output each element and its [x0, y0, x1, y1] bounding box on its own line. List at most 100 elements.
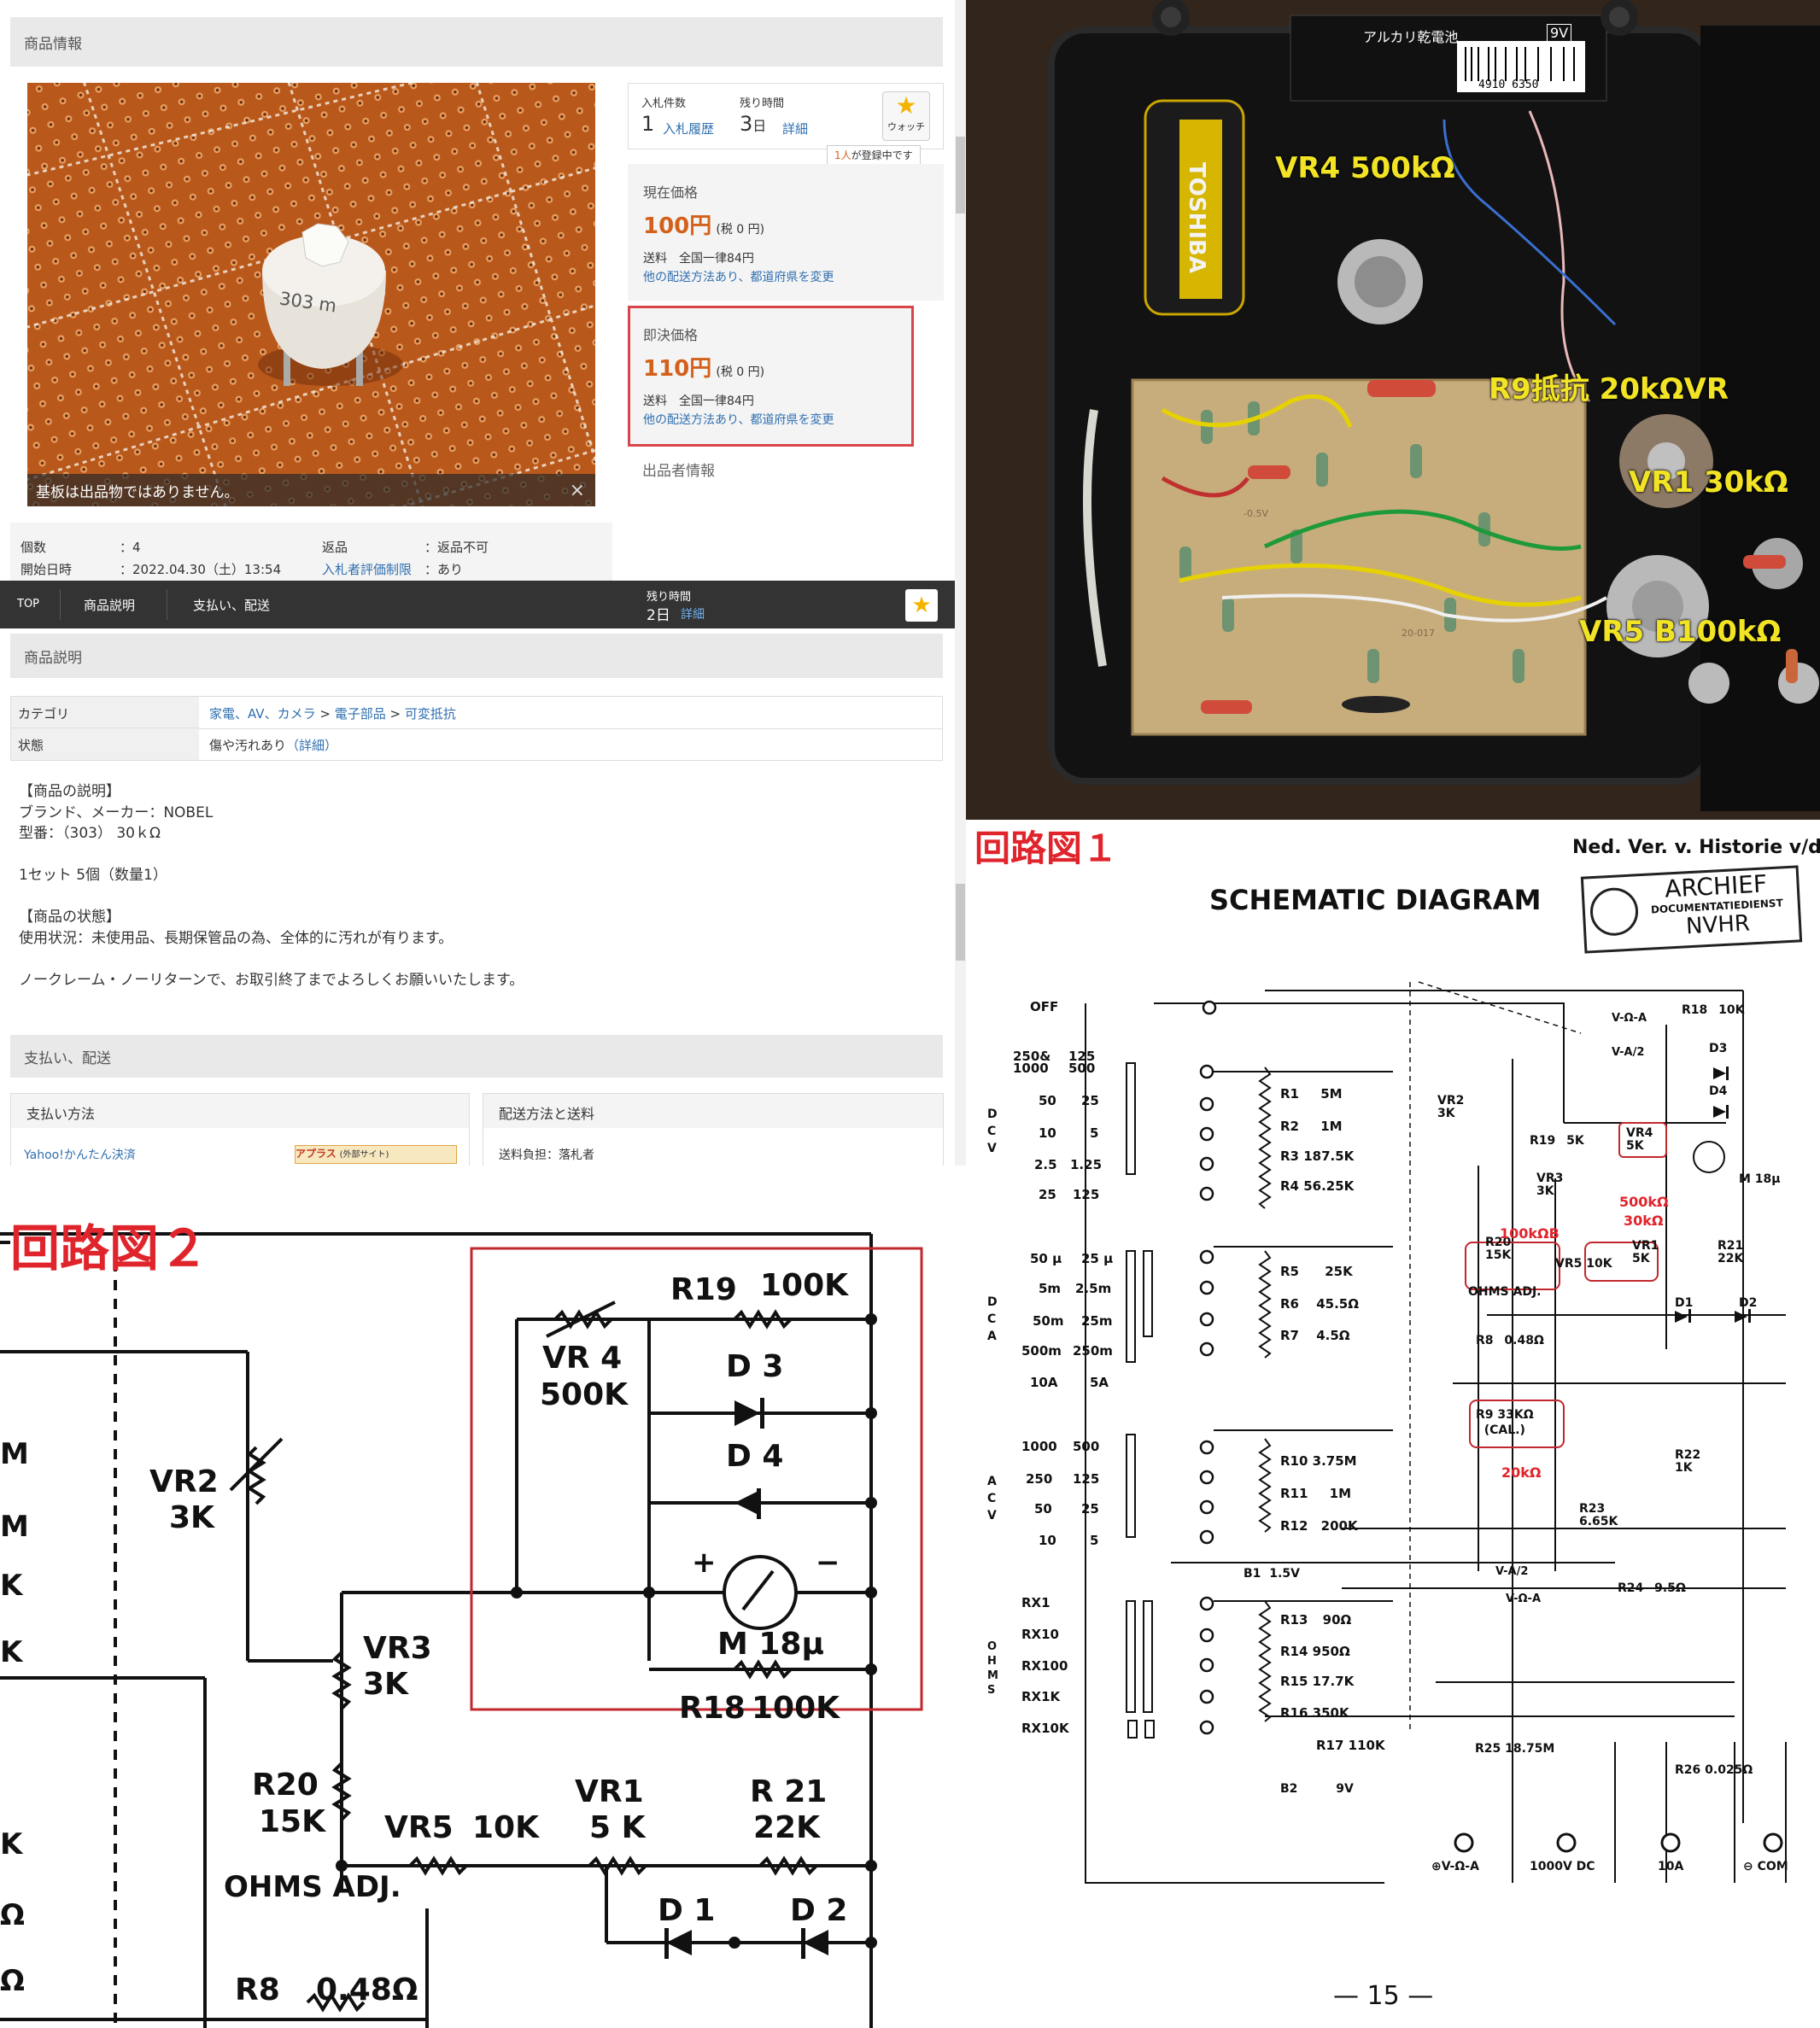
group-label-acv: ACV: [987, 1475, 997, 1522]
return-value: ：返品不可: [424, 540, 489, 555]
rating-limit-link[interactable]: 入札者評価制限: [322, 562, 413, 577]
board-text-2: 20-017: [1402, 628, 1435, 639]
buyout-price-label: 即決価格: [643, 327, 699, 343]
buyout-shipping-info: 送料 全国一律84円: [643, 394, 754, 408]
nav-watch-button[interactable]: ★: [905, 589, 938, 622]
group-label-dca: DCA: [987, 1295, 998, 1343]
part-r21: R21 22K: [1718, 1239, 1744, 1265]
nav-time-label: 残り時間: [647, 591, 692, 604]
scrollbar-track[interactable]: [955, 0, 966, 1166]
part-r20: R20: [252, 1768, 319, 1803]
scrollbar-thumb-1[interactable]: [956, 137, 965, 213]
range-label: 10A: [1030, 1375, 1058, 1390]
part-r18-value: 100K: [752, 1691, 840, 1726]
part-r19: R19 5K: [1530, 1134, 1584, 1148]
part-r8: R8 0.48Ω: [1476, 1334, 1544, 1347]
range-label: 5: [1090, 1125, 1099, 1141]
nav-description[interactable]: 商品説明: [84, 598, 136, 613]
bid-history-link[interactable]: 入札履歴: [663, 121, 715, 137]
desc-line: ノークレーム・ノーリターンで、お取引終了までよろしくお願いいたします。: [19, 971, 524, 989]
part-d3: D3: [1709, 1042, 1728, 1055]
return-label: 返品: [322, 540, 348, 555]
cut-letter: K: [0, 1569, 23, 1603]
part-d1: D1: [1675, 1296, 1694, 1310]
condition-detail-link[interactable]: （詳細）: [286, 738, 338, 753]
label-vr4: VR4 500kΩ: [1275, 151, 1455, 185]
watch-note: 1人が登録中です: [827, 145, 921, 165]
cut-letter: M: [0, 1437, 29, 1471]
part-d3: D 3: [726, 1349, 784, 1384]
toshiba-text: TOSHIBA: [1183, 162, 1209, 273]
sticky-navbar: TOP 商品説明 支払い、配送 残り時間 2日 詳細 ★: [0, 581, 955, 628]
shipping-method-heading: 配送方法と送料: [499, 1106, 595, 1122]
resistor-label: R2 1M: [1280, 1119, 1343, 1134]
ohms-adj-label: OHMS ADJ.: [224, 1870, 401, 1904]
watch-button[interactable]: ★ ウォッチ: [882, 91, 930, 141]
cut-letter: Ω: [0, 1964, 25, 1998]
seller-info-heading: 出品者情報: [642, 463, 715, 480]
yahoo-pay-link[interactable]: Yahoo!かんたん決済: [24, 1148, 136, 1162]
range-label: RX1: [1021, 1595, 1050, 1610]
part-vr2: VR2: [149, 1464, 219, 1499]
part-vr1-value: 5 K: [589, 1810, 646, 1845]
info-table: カテゴリ 家電、AV、カメラ > 電子部品 > 可変抵抗 状態 傷や汚れあり（詳…: [10, 696, 943, 761]
part-r23: R23 6.65K: [1579, 1502, 1618, 1528]
buyout-price: 110円 (税 0 円): [643, 356, 765, 382]
board-text-1: -0.5V: [1244, 508, 1268, 519]
payment-box: 支払い方法 Yahoo!かんたん決済 アプラス (外部サイト): [10, 1093, 470, 1166]
category-link-1[interactable]: 家電、AV、カメラ: [209, 706, 316, 722]
part-r22: R22 1K: [1675, 1448, 1701, 1475]
buyout-shipping-change-link[interactable]: 他の配送方法あり、都道府県を変更: [643, 413, 834, 427]
switch-label: V-Ω-A: [1612, 1012, 1647, 1025]
nav-time: 2日: [647, 607, 670, 624]
range-label: 1000: [1021, 1439, 1057, 1454]
meter-minus: −: [816, 1546, 840, 1580]
group-label-ohms: OHMS: [987, 1640, 998, 1697]
nav-top[interactable]: TOP: [17, 598, 40, 611]
nav-payment[interactable]: 支払い、配送: [193, 598, 271, 613]
part-vr3: VR3: [363, 1631, 432, 1666]
desc-line: 使用状況：未使用品、長期保管品の為、全体的に汚れが有ります。: [19, 929, 454, 947]
desc-line: 【商品の状態】: [19, 909, 120, 926]
part-vr5-value: 10K: [472, 1810, 539, 1845]
part-vr5: VR5: [384, 1810, 454, 1845]
part-b1: B1 1.5V: [1244, 1567, 1300, 1581]
part-meter: M 18μ: [717, 1627, 824, 1662]
category-link-2[interactable]: 電子部品: [334, 706, 386, 722]
star-icon: ★: [895, 91, 917, 120]
resistor-label: R15 17.7K: [1280, 1674, 1355, 1689]
part-r20-value: 15K: [259, 1804, 325, 1839]
category-link-3[interactable]: 可変抵抗: [404, 706, 456, 722]
resistor-label: R5 25K: [1280, 1264, 1353, 1279]
part-r25: R25 18.75M: [1475, 1742, 1555, 1756]
schematic-1-title-jp: 回路図１: [974, 827, 1119, 869]
group-label-dcv: DCV: [987, 1108, 998, 1155]
part-r19-value: 100K: [760, 1268, 849, 1303]
part-d4: D 4: [726, 1439, 784, 1474]
battery-text: アルカリ乾電池: [1363, 29, 1459, 45]
resistor-label: R13 90Ω: [1280, 1612, 1352, 1628]
aplus-banner[interactable]: アプラス (外部サイト): [295, 1145, 457, 1164]
range-label: 5m: [1039, 1281, 1062, 1296]
part-d2: D2: [1739, 1296, 1758, 1310]
resistor-label: R11 1M: [1280, 1486, 1352, 1501]
range-label: 5A: [1090, 1375, 1109, 1390]
category-path: 家電、AV、カメラ > 電子部品 > 可変抵抗: [209, 704, 456, 722]
switch-label: V-A/2: [1612, 1046, 1645, 1059]
terminal-v-ohm-a: ⊕V-Ω-A: [1431, 1860, 1479, 1873]
time-detail-link[interactable]: 詳細: [782, 121, 809, 137]
resistor-label: R1 5M: [1280, 1086, 1343, 1102]
desc-line: ブランド、メーカー：NOBEL: [19, 804, 214, 821]
range-label: RX10: [1021, 1627, 1059, 1642]
part-d2: D 2: [790, 1893, 848, 1928]
range-label: 250m: [1073, 1343, 1113, 1359]
nav-detail-link[interactable]: 詳細: [681, 608, 705, 622]
close-icon[interactable]: ×: [569, 479, 585, 501]
part-r26: R26 0.025Ω: [1675, 1763, 1753, 1777]
shipping-change-link[interactable]: 他の配送方法あり、都道府県を変更: [643, 271, 834, 284]
product-photo[interactable]: 303 m 基板は出品物ではありません。 ×: [27, 83, 595, 506]
terminal-1000v: 1000V DC: [1530, 1860, 1595, 1873]
scrollbar-thumb-2[interactable]: [956, 884, 965, 961]
resistor-label: R4 56.25K: [1280, 1178, 1355, 1194]
range-label: 25: [1081, 1093, 1099, 1108]
